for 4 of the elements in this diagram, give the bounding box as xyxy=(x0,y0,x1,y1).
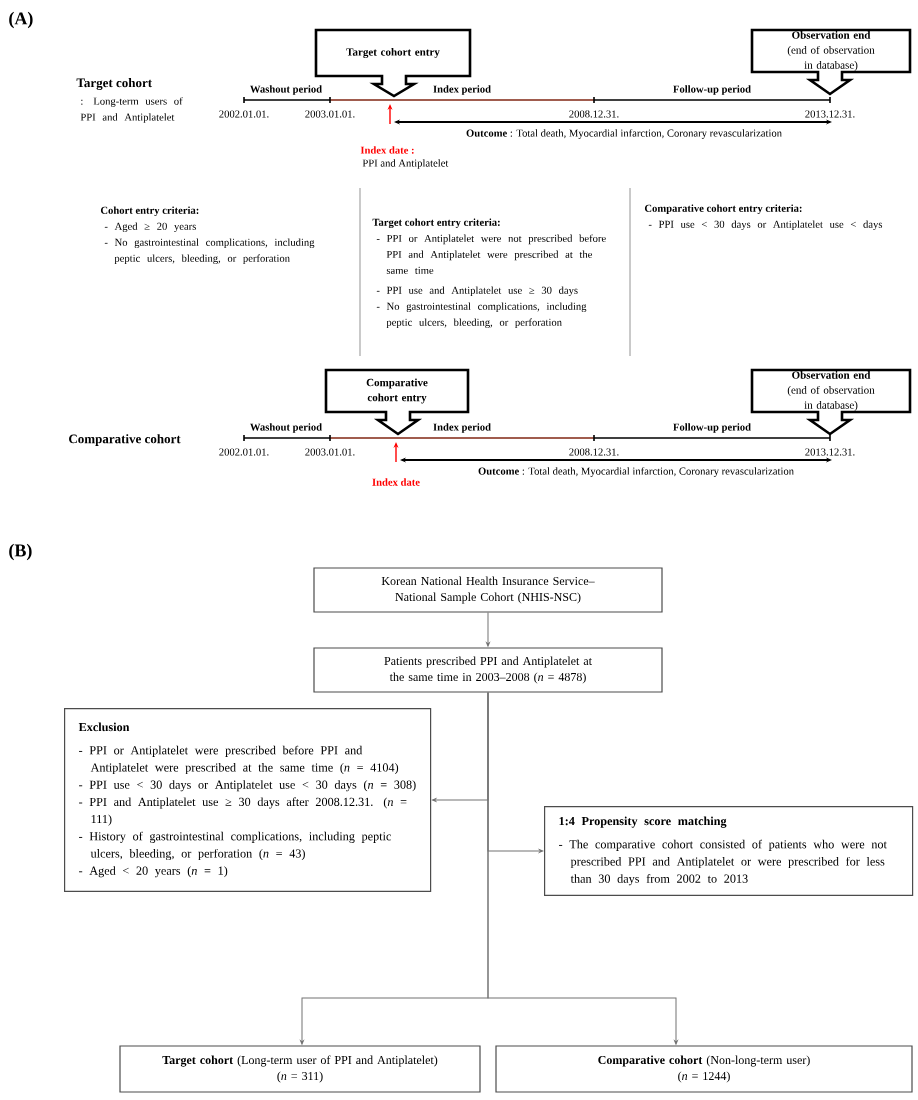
arrow xyxy=(487,692,678,1045)
panel-label: (B) xyxy=(9,543,32,561)
arrow xyxy=(486,612,490,647)
panel-label: (A) xyxy=(9,11,33,29)
